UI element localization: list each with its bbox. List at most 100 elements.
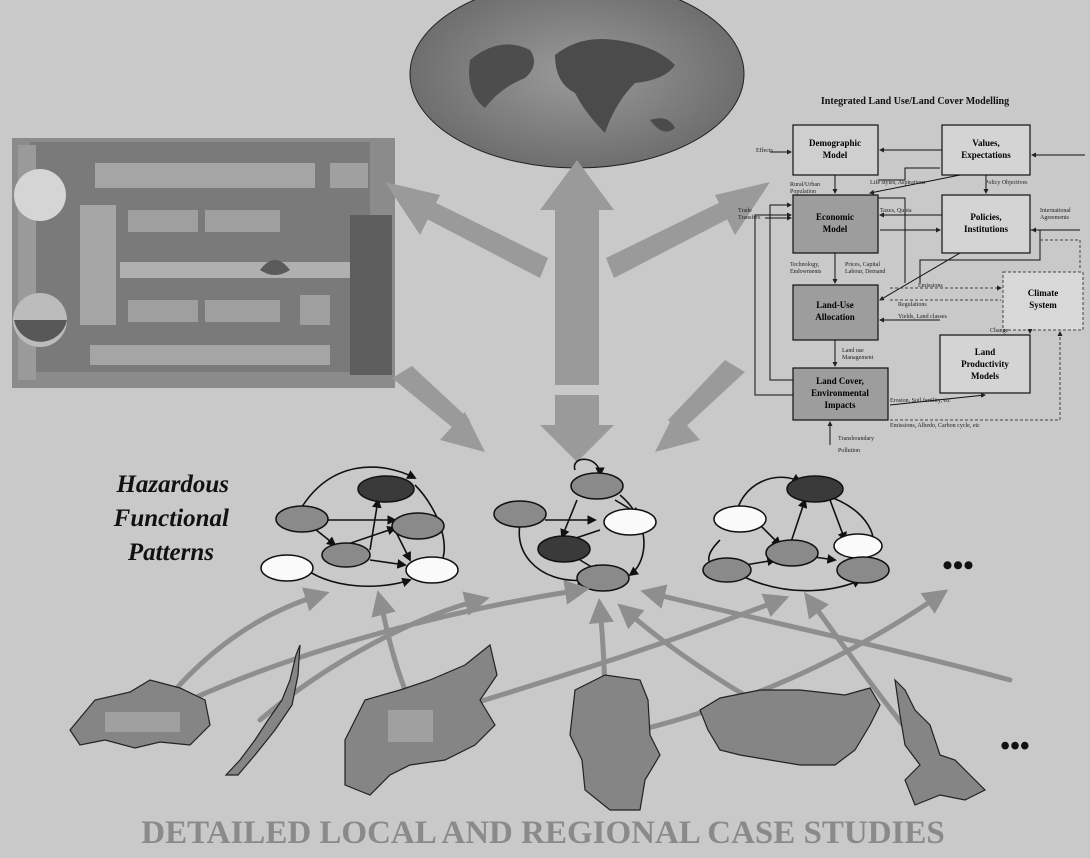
label-yields: Yields, Land classes bbox=[898, 314, 947, 320]
box-land-productivity-line2: Productivity bbox=[961, 359, 1009, 369]
map-germany bbox=[569, 674, 661, 811]
arrow-right-down-head bbox=[655, 412, 700, 452]
map-japan bbox=[224, 644, 301, 776]
ellipsis-mid: ••• bbox=[942, 549, 974, 582]
network-graph-3 bbox=[702, 473, 890, 592]
box-values-line1: Values, bbox=[972, 138, 999, 148]
small-blob bbox=[260, 260, 290, 275]
box-demographic-line2: Model bbox=[823, 150, 848, 160]
highlight-russia bbox=[388, 710, 433, 742]
label-pollution: Pollution bbox=[838, 448, 860, 454]
node-1-dark bbox=[357, 475, 415, 503]
box-land-use bbox=[792, 284, 879, 341]
node-2-c bbox=[603, 508, 657, 536]
speckled-texture bbox=[350, 215, 392, 375]
arrow-center-down bbox=[540, 395, 614, 462]
node-1-d bbox=[260, 554, 314, 582]
box-economic-line1: Economic bbox=[816, 212, 854, 222]
label-technology: Technology, bbox=[790, 262, 820, 268]
box-land-productivity-line3: Models bbox=[971, 371, 999, 381]
model-labels: Rural/Urban Population Life styles, Aspi… bbox=[738, 147, 1071, 454]
big-arrows bbox=[385, 160, 770, 462]
arrow-right-head bbox=[715, 182, 770, 235]
box-policies bbox=[941, 194, 1031, 254]
box-values-line2: Expectations bbox=[961, 150, 1011, 160]
node-2-dark bbox=[537, 535, 591, 563]
box-demographic bbox=[792, 124, 879, 176]
planet-icon-bottom-shade bbox=[14, 320, 67, 342]
box-land-cover-line1: Land Cover, bbox=[816, 376, 864, 386]
node-1-a bbox=[275, 505, 329, 533]
component-box-2 bbox=[205, 210, 280, 232]
ellipsis-bottom: ••• bbox=[1000, 731, 1029, 762]
arrow-left-down-head bbox=[440, 412, 485, 452]
node-3-a bbox=[713, 505, 767, 533]
label-transboundary: Transboundary bbox=[838, 436, 874, 442]
map-usa bbox=[699, 687, 881, 766]
box-policies-line1: Policies, bbox=[970, 212, 1001, 222]
node-3-b bbox=[765, 539, 819, 567]
label-land-use-mgmt: Land use bbox=[842, 348, 864, 354]
label-labour: Labour, Demand bbox=[845, 269, 885, 275]
model-connectors bbox=[754, 147, 1085, 445]
label-rural-urban: Rural/Urban bbox=[790, 182, 820, 188]
arrow-left-head bbox=[385, 182, 440, 235]
middle-bar bbox=[120, 262, 350, 278]
left-vertical-box bbox=[80, 205, 116, 325]
node-2-a bbox=[570, 472, 624, 500]
planet-icon-top bbox=[14, 169, 66, 221]
box-climate bbox=[1002, 271, 1084, 331]
top-component-box bbox=[95, 163, 315, 188]
label-emissions: Emissions bbox=[918, 283, 943, 289]
label-management: Management bbox=[842, 355, 874, 361]
node-1-b bbox=[391, 512, 445, 540]
box-land-use-line1: Land-Use bbox=[816, 300, 854, 310]
box-demographic-line1: Demographic bbox=[809, 138, 861, 148]
label-patterns: Patterns bbox=[127, 539, 214, 566]
arrow-up bbox=[540, 160, 614, 385]
continent-eurasia-africa bbox=[555, 39, 675, 133]
region-highlights bbox=[105, 710, 433, 742]
continent-americas bbox=[469, 44, 534, 108]
network-graph-2 bbox=[493, 458, 657, 592]
node-1-e bbox=[405, 556, 459, 584]
box-land-productivity-line1: Land bbox=[975, 347, 996, 357]
label-effects: Effects bbox=[756, 147, 774, 154]
label-international: International bbox=[1040, 208, 1071, 214]
label-functional: Functional bbox=[113, 505, 229, 532]
label-policy-objectives: Policy Objectives bbox=[985, 180, 1028, 186]
country-maps bbox=[69, 643, 987, 811]
top-right-component-box bbox=[330, 163, 368, 188]
earth-system-model-panel bbox=[12, 138, 395, 388]
label-transfers: Transfers bbox=[738, 214, 761, 221]
continent-australia bbox=[650, 118, 675, 132]
label-emissions2: Emissions, Albedo, Carbon cycle, etc bbox=[890, 423, 980, 429]
label-taxes: Taxes, Quota bbox=[880, 208, 912, 214]
box-land-cover bbox=[792, 367, 889, 421]
box-land-productivity bbox=[939, 334, 1031, 394]
node-3-d bbox=[702, 557, 752, 583]
label-population: Population bbox=[790, 189, 816, 195]
bottom-component-box bbox=[90, 345, 330, 365]
map-southeast-asia bbox=[894, 678, 987, 806]
box-land-use-line2: Allocation bbox=[815, 312, 855, 322]
network-graph-1 bbox=[260, 466, 459, 588]
bottom-caption: DETAILED LOCAL AND REGIONAL CASE STUDIES bbox=[141, 815, 945, 851]
label-prices: Prices, Capital bbox=[845, 262, 880, 268]
node-3-c bbox=[833, 533, 883, 559]
box-climate-line2: System bbox=[1029, 300, 1057, 310]
node-3-dark bbox=[786, 475, 844, 503]
label-endowments: Endowments bbox=[790, 269, 822, 275]
box-climate-line1: Climate bbox=[1028, 288, 1059, 298]
node-1-c bbox=[321, 542, 371, 568]
box-land-cover-line2: Environmental bbox=[811, 388, 869, 398]
integrated-model-diagram: Integrated Land Use/Land Cover Modelling… bbox=[738, 96, 1085, 454]
world-map-globe bbox=[409, 0, 745, 169]
highlight-switzerland bbox=[105, 712, 180, 732]
node-3-e bbox=[836, 556, 890, 584]
label-lifestyles: Life styles, Aspirations bbox=[870, 179, 926, 186]
arrow-right-down bbox=[668, 360, 745, 432]
arrow-right-diagonal bbox=[606, 195, 755, 278]
